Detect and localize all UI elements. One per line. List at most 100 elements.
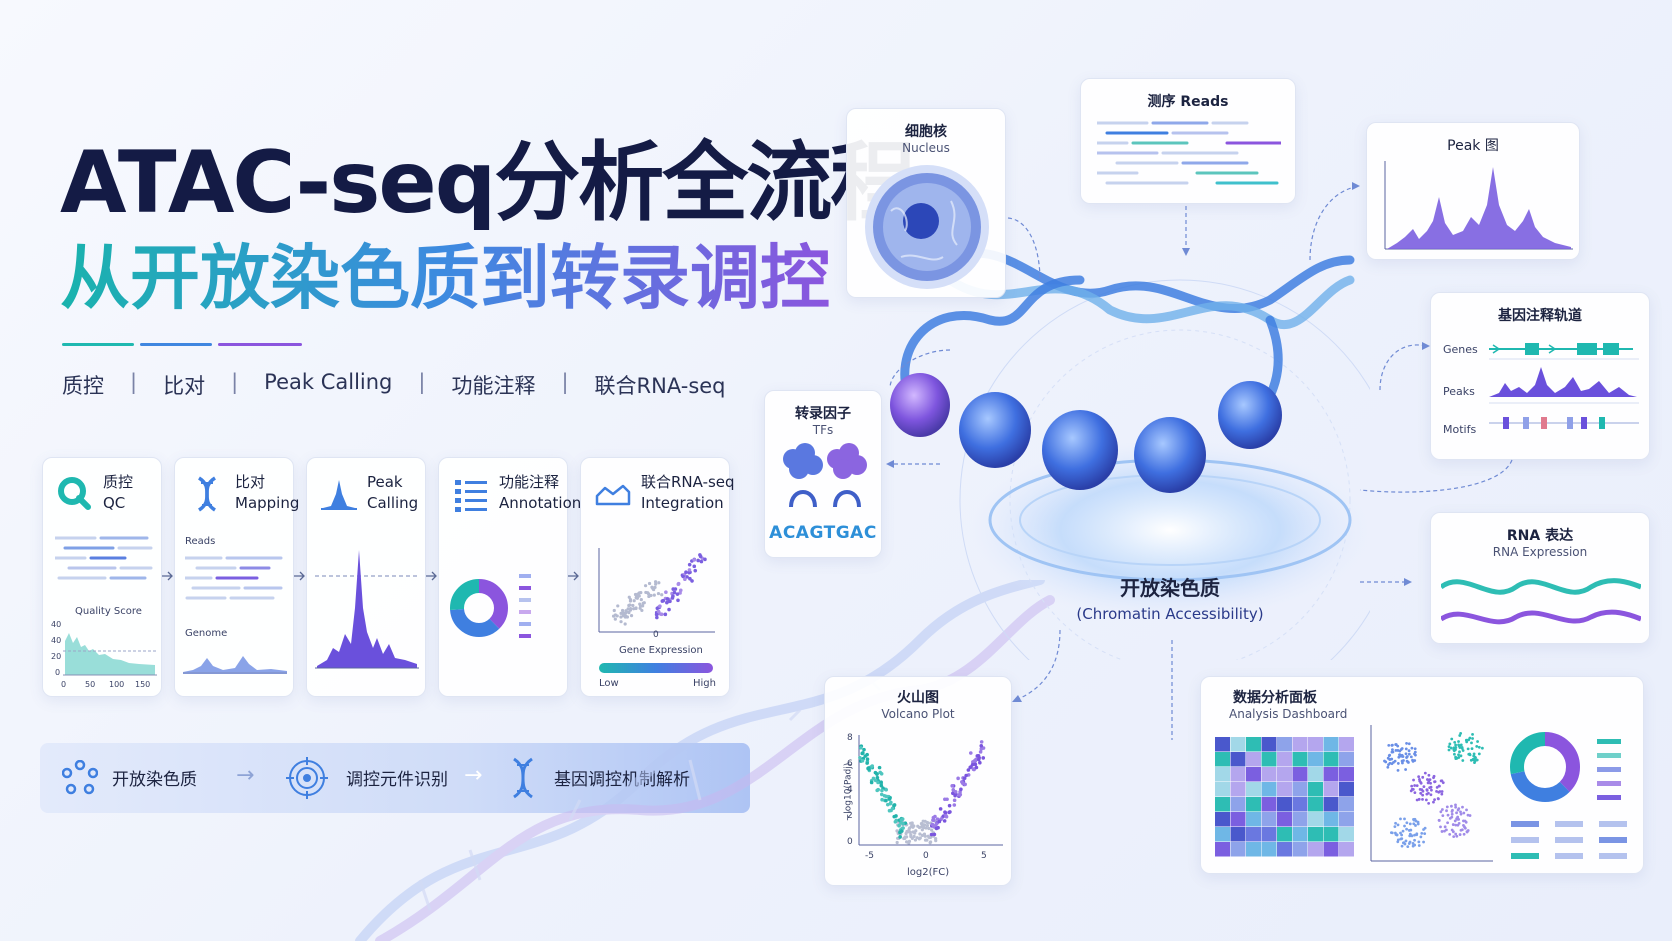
volcano-point bbox=[918, 832, 922, 836]
scatter-point bbox=[671, 587, 676, 591]
cluster-point bbox=[1430, 788, 1433, 792]
heatmap-cell bbox=[1292, 752, 1308, 767]
heatmap-cell bbox=[1230, 842, 1246, 857]
volcano-point bbox=[947, 803, 952, 808]
sequencing-reads-card[interactable]: 测序 Reads bbox=[1080, 78, 1296, 204]
heatmap-cell bbox=[1215, 737, 1230, 752]
banner-item-open-chromatin: 开放染色质 bbox=[112, 770, 197, 790]
volcano-point bbox=[865, 757, 870, 761]
heatmap-cell bbox=[1292, 797, 1308, 812]
heatmap-cell bbox=[1261, 752, 1277, 767]
scatter-point bbox=[667, 599, 672, 604]
cluster-point bbox=[1394, 749, 1398, 752]
scatter-point bbox=[663, 612, 668, 617]
peak-plot-card[interactable]: Peak 图 bbox=[1366, 122, 1580, 260]
cluster-point bbox=[1448, 742, 1452, 746]
volcano-plot-card[interactable]: 火山图 Volcano Plot −log10(Padj) 8 6 4 2 0 … bbox=[824, 676, 1012, 886]
volcano-point bbox=[877, 765, 882, 770]
volcano-point bbox=[879, 792, 884, 797]
scatter-point bbox=[703, 557, 707, 562]
cluster-point bbox=[1435, 789, 1438, 793]
volcano-point bbox=[934, 826, 939, 831]
cluster-point bbox=[1475, 745, 1479, 748]
volcano-point bbox=[966, 768, 971, 772]
scatter-point bbox=[687, 562, 692, 567]
volcano-point bbox=[981, 756, 986, 760]
scatter-point bbox=[625, 615, 629, 619]
cluster-point bbox=[1440, 808, 1444, 811]
cluster-point bbox=[1458, 833, 1462, 836]
scatter-point bbox=[678, 588, 683, 593]
cluster-point bbox=[1405, 742, 1408, 745]
volcano-point bbox=[909, 824, 914, 829]
scatter-point bbox=[638, 606, 642, 610]
heatmap-cell bbox=[1277, 827, 1292, 842]
heatmap-cell bbox=[1215, 752, 1230, 767]
volcano-point bbox=[908, 821, 913, 825]
heatmap-cell bbox=[1292, 827, 1308, 842]
cluster-point bbox=[1452, 835, 1456, 839]
cluster-point bbox=[1472, 752, 1476, 756]
heatmap-cell bbox=[1246, 737, 1261, 752]
volcano-point bbox=[925, 823, 930, 828]
transcription-factors-card[interactable]: 转录因子 TFs ACAGTGAC bbox=[764, 390, 882, 558]
scatter-point bbox=[627, 610, 631, 614]
volcano-point bbox=[876, 780, 880, 785]
heatmap-cell bbox=[1339, 782, 1354, 797]
volcano-point bbox=[974, 765, 979, 770]
volcano-point bbox=[903, 836, 907, 840]
heatmap-cell bbox=[1323, 737, 1339, 752]
cluster-point bbox=[1396, 762, 1400, 765]
nav-item-peak-calling[interactable]: Peak Calling bbox=[264, 370, 393, 394]
volcano-point bbox=[875, 772, 879, 776]
volcano-point bbox=[862, 747, 866, 752]
volcano-point bbox=[867, 767, 871, 771]
volcano-point bbox=[884, 794, 889, 799]
nav-item-qc[interactable]: 质控 bbox=[62, 374, 104, 398]
nucleus-card[interactable]: 细胞核 Nucleus bbox=[846, 108, 1006, 298]
scatter-point bbox=[628, 603, 632, 607]
cluster-point bbox=[1455, 811, 1458, 815]
scatter-point bbox=[647, 581, 652, 586]
cluster-point bbox=[1454, 755, 1457, 759]
nav-item-mapping[interactable]: 比对 bbox=[163, 374, 206, 398]
cluster-point bbox=[1411, 842, 1415, 845]
analysis-dashboard-card[interactable]: 数据分析面板 Analysis Dashboard bbox=[1200, 676, 1644, 874]
cluster-point bbox=[1416, 820, 1420, 824]
volcano-point bbox=[880, 788, 884, 793]
volcano-point bbox=[931, 818, 935, 822]
scatter-point bbox=[661, 598, 666, 603]
cluster-point bbox=[1403, 817, 1406, 821]
cluster-point bbox=[1473, 759, 1477, 763]
volcano-point bbox=[900, 829, 904, 833]
heatmap-cell bbox=[1261, 842, 1277, 857]
heatmap-cell bbox=[1261, 782, 1277, 797]
volcano-point bbox=[893, 819, 898, 824]
cluster-point bbox=[1407, 742, 1411, 746]
scatter-point bbox=[619, 615, 623, 619]
gene-annotation-card[interactable]: 基因注释轨道 Genes Peaks Motifs bbox=[1430, 292, 1650, 460]
nav-item-rnaseq[interactable]: 联合RNA-seq bbox=[594, 374, 726, 398]
volcano-point bbox=[917, 837, 921, 841]
rna-wave-chart bbox=[1441, 578, 1641, 625]
cluster-point bbox=[1476, 740, 1479, 743]
qc-read-lines bbox=[55, 536, 153, 580]
scatter-point bbox=[619, 611, 623, 615]
scatter-point bbox=[623, 611, 628, 615]
nav-item-annotation[interactable]: 功能注释 bbox=[451, 374, 536, 398]
heatmap-cell bbox=[1261, 827, 1277, 842]
dna-icon bbox=[513, 757, 533, 799]
cluster-point bbox=[1459, 754, 1463, 758]
rna-expression-card[interactable]: RNA 表达 RNA Expression bbox=[1430, 512, 1650, 644]
volcano-point bbox=[860, 758, 865, 763]
volcano-point bbox=[909, 834, 913, 839]
cluster-point bbox=[1399, 831, 1402, 835]
scatter-point bbox=[634, 596, 638, 600]
volcano-point bbox=[960, 781, 965, 785]
heatmap-cell bbox=[1246, 782, 1261, 797]
